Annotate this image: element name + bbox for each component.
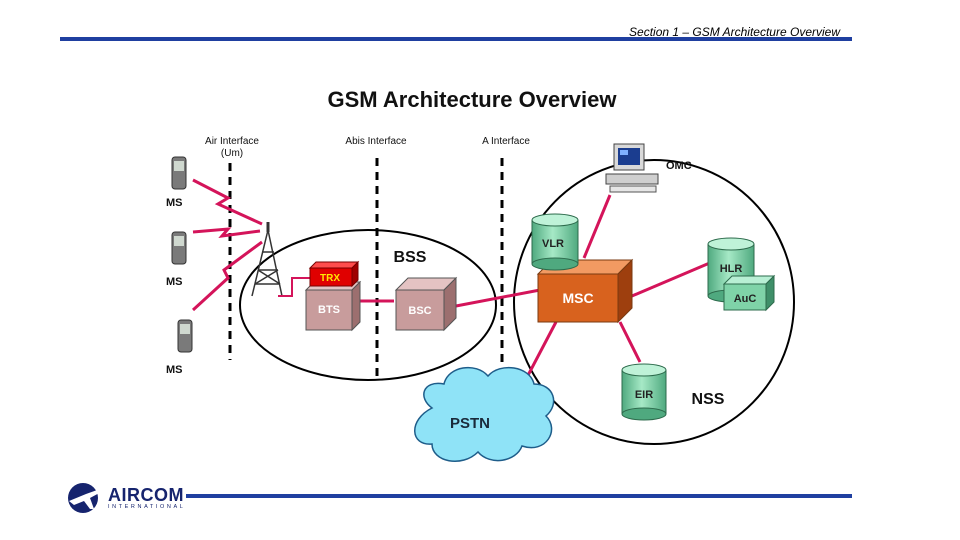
radio-links <box>191 178 263 312</box>
omc-node: OMC <box>605 143 692 193</box>
vlr-label: VLR <box>542 238 564 250</box>
auc-label: AuC <box>734 293 757 305</box>
air-interface-label: Air Interface <box>205 136 259 147</box>
msc-hlr-link <box>631 260 713 298</box>
hlr-label: HLR <box>720 263 743 275</box>
footer-rule <box>186 494 852 498</box>
radio-link-1 <box>192 178 263 226</box>
section-title: Section 1 – GSM Architecture Overview <box>629 25 840 39</box>
bts-node: TRX BTS <box>304 260 362 332</box>
ms-label: MS <box>166 364 183 376</box>
diagram-title: GSM Architecture Overview <box>328 87 618 112</box>
pstn-node: PSTN <box>414 366 555 462</box>
trx-unit <box>309 267 353 287</box>
msc-eir-link <box>618 321 642 363</box>
ms-label: MS <box>166 276 183 288</box>
bsc-node: BSC <box>394 276 458 332</box>
logo-name: AIRCOM <box>108 485 184 505</box>
nss-label: NSS <box>692 391 725 408</box>
bss-label: BSS <box>394 249 427 266</box>
bsc-msc-link <box>455 288 541 308</box>
header-rule <box>60 37 852 41</box>
bsc-label: BSC <box>408 305 431 317</box>
ms-label: MS <box>166 197 183 209</box>
pstn-label: PSTN <box>450 415 490 432</box>
msc-omc-link <box>582 194 612 259</box>
omc-label: OMC <box>666 160 692 172</box>
bts-label: BTS <box>318 304 340 316</box>
ms-phone-2: MS <box>166 231 187 288</box>
trx-label: TRX <box>320 273 340 284</box>
air-interface-sub-label: (Um) <box>221 148 243 159</box>
radio-link-2 <box>192 227 261 238</box>
eir-node: EIR <box>621 363 667 421</box>
tower-bts-link <box>278 277 310 297</box>
plane-globe-icon <box>68 483 103 513</box>
msc-label: MSC <box>562 290 593 306</box>
cloud-icon <box>414 366 555 462</box>
radio-link-3 <box>191 240 263 312</box>
auc-node: AuC <box>722 274 776 312</box>
eir-label: EIR <box>635 389 653 401</box>
vlr-node: VLR <box>531 213 579 271</box>
aircom-logo: AIRCOM INTERNATIONAL <box>66 481 186 515</box>
computer-icon <box>605 143 659 193</box>
abis-interface-label: Abis Interface <box>345 136 407 147</box>
ms-phone-3: MS <box>166 319 193 376</box>
bss-boundary <box>239 229 497 381</box>
antenna-tower-icon <box>251 222 283 297</box>
ms-phone-1: MS <box>166 156 187 209</box>
nss-boundary <box>513 159 795 445</box>
a-interface-label: A Interface <box>482 136 530 147</box>
logo-subtitle: INTERNATIONAL <box>108 504 186 510</box>
